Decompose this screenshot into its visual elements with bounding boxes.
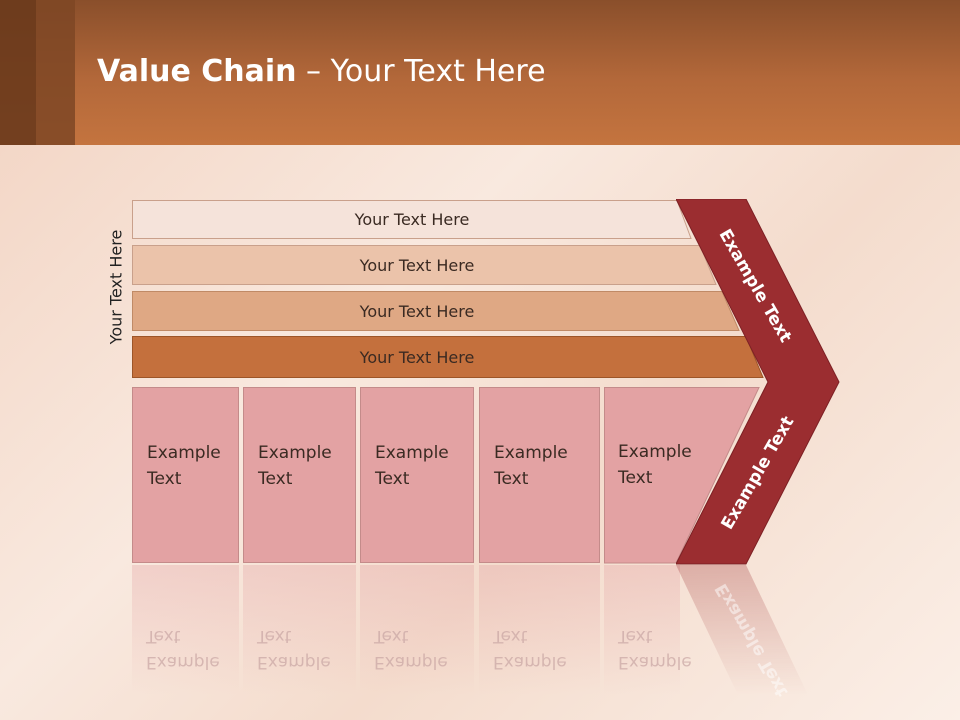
slide-title[interactable]: Value Chain – Your Text Here — [97, 54, 546, 89]
column-1-reflection-line2: Text — [146, 626, 181, 646]
column-5-reflection-line2: Text — [618, 626, 653, 646]
row-3[interactable]: Your Text Here — [132, 291, 740, 331]
row-4-label: Your Text Here — [359, 347, 475, 367]
row-2-label: Your Text Here — [359, 255, 475, 275]
column-2-reflection-line2: Text — [257, 626, 292, 646]
column-4-line2: Text — [494, 469, 529, 489]
column-5-line1: Example — [618, 442, 692, 462]
column-2-reflection-text: Example Text — [257, 623, 347, 675]
column-1-line1: Example — [147, 443, 221, 463]
column-4-reflection: Example Text — [479, 565, 600, 695]
column-3-reflection-text: Example Text — [374, 623, 464, 675]
column-3-reflection: Example Text — [360, 565, 474, 695]
row-4[interactable]: Your Text Here — [132, 336, 764, 378]
column-2-line1: Example — [258, 443, 332, 463]
slide-title-bold: Value Chain — [97, 54, 297, 89]
column-1-reflection: Example Text — [132, 565, 239, 695]
column-2-reflection-line1: Example — [257, 652, 331, 672]
row-3-label: Your Text Here — [359, 301, 475, 321]
title-bar-accent-right — [36, 0, 75, 145]
slide-title-rest: – Your Text Here — [296, 54, 546, 89]
column-2-line2: Text — [258, 469, 293, 489]
row-1[interactable]: Your Text Here — [132, 200, 692, 239]
column-2-reflection: Example Text — [243, 565, 356, 695]
column-1-reflection-text: Example Text — [146, 623, 236, 675]
column-4-line1: Example — [494, 443, 568, 463]
column-5-line2: Text — [618, 468, 653, 488]
title-bar-accent-left — [0, 0, 36, 145]
column-1-line2: Text — [147, 469, 182, 489]
chevron-arrow[interactable] — [676, 199, 842, 565]
row-1-label: Your Text Here — [354, 209, 470, 229]
row-2[interactable]: Your Text Here — [132, 245, 717, 285]
column-1-reflection-line1: Example — [146, 652, 220, 672]
chevron-reflection — [676, 565, 808, 695]
column-3-line2: Text — [375, 469, 410, 489]
title-bar: Value Chain – Your Text Here — [0, 0, 960, 145]
side-label[interactable]: Your Text Here — [106, 229, 126, 345]
column-3-reflection-line1: Example — [374, 652, 448, 672]
column-3-reflection-line2: Text — [374, 626, 409, 646]
column-4-reflection-line2: Text — [493, 626, 528, 646]
column-4-reflection-text: Example Text — [493, 623, 583, 675]
column-4-reflection-line1: Example — [493, 652, 567, 672]
column-3-line1: Example — [375, 443, 449, 463]
